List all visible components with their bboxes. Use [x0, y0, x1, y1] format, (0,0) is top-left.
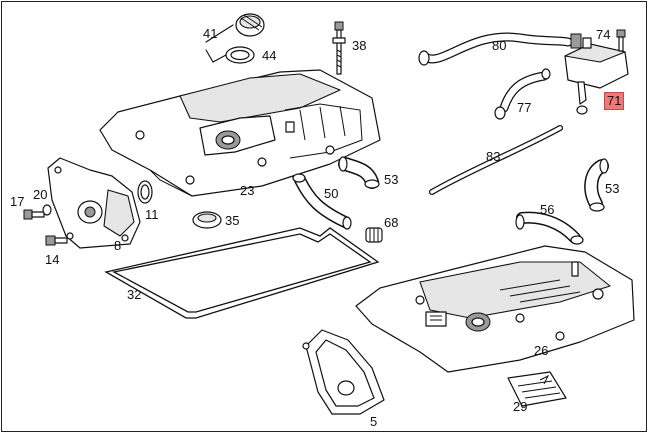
oil-filler-cap [235, 13, 265, 37]
long-hose [429, 125, 563, 195]
callout-53-right: 53 [605, 181, 620, 196]
filler-cap-seal [225, 46, 255, 64]
head-cover-gasket [104, 227, 380, 319]
front-cover-plate [47, 157, 141, 249]
callout-41: 41 [203, 26, 218, 41]
callout-17: 17 [10, 194, 25, 209]
callout-80: 80 [492, 38, 507, 53]
callout-38: 38 [352, 38, 367, 53]
cylinder-head-cover-lower [355, 245, 635, 373]
callout-71: 71 [604, 92, 625, 110]
callout-8: 8 [114, 238, 122, 253]
plug-68 [365, 227, 383, 243]
cylinder-head-cover-upper [99, 69, 381, 197]
callout-53-upper: 53 [384, 172, 399, 187]
callout-50: 50 [324, 186, 339, 201]
hose-elbow-53a [338, 156, 380, 189]
bolt-14 [45, 235, 68, 246]
hose-50 [292, 173, 352, 230]
callout-14: 14 [45, 252, 60, 267]
seal-ring-35 [192, 211, 222, 229]
callout-68: 68 [384, 215, 399, 230]
small-hose [494, 68, 551, 120]
callout-11: 11 [145, 207, 159, 222]
callout-35: 35 [225, 213, 240, 228]
callout-26: 26 [534, 343, 549, 358]
stud-bolt [332, 21, 346, 75]
fastener-small [285, 121, 295, 133]
leader-41b [205, 24, 234, 43]
hose-56 [515, 211, 584, 245]
bolt-74 [616, 29, 626, 52]
callout-77: 77 [517, 100, 532, 115]
breather-hose [418, 32, 573, 66]
washer-20 [42, 204, 52, 216]
hose-elbow-53b [584, 158, 609, 212]
callout-32: 32 [127, 287, 142, 302]
callout-74: 74 [596, 27, 611, 42]
bolt-17 [23, 209, 45, 220]
callout-44: 44 [262, 48, 277, 63]
front-gasket-5 [302, 329, 385, 415]
decal-29 [507, 371, 567, 407]
leader-41 [205, 49, 227, 63]
callout-29: 29 [513, 399, 528, 414]
callout-83: 83 [486, 149, 501, 164]
o-ring-11 [137, 180, 153, 204]
callout-20: 20 [33, 187, 48, 202]
callout-5: 5 [370, 414, 378, 429]
callout-56: 56 [540, 202, 555, 217]
oil-separator [564, 33, 629, 115]
callout-23: 23 [240, 183, 255, 198]
